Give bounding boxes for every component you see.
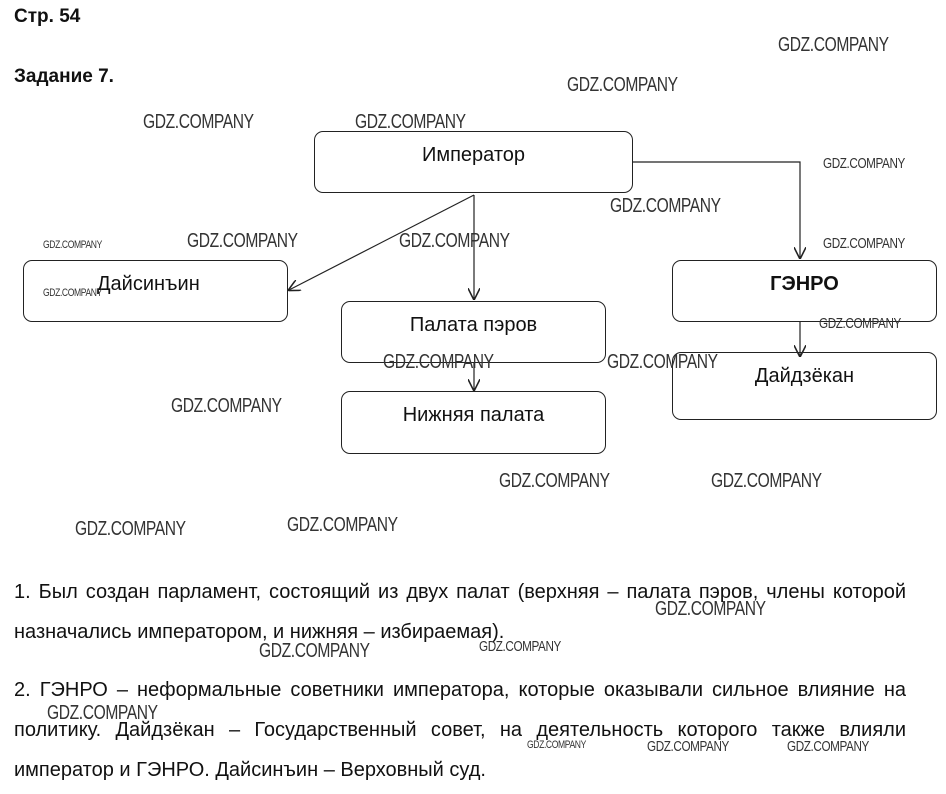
box-house-of-peers: Палата пэров — [341, 301, 606, 363]
box-genro: ГЭНРО — [672, 260, 937, 322]
watermark: GDZ.COMPANY — [43, 287, 102, 299]
watermark: GDZ.COMPANY — [399, 230, 510, 252]
watermark: GDZ.COMPANY — [823, 155, 905, 172]
watermark: GDZ.COMPANY — [647, 738, 729, 755]
watermark: GDZ.COMPANY — [355, 111, 466, 133]
watermark: GDZ.COMPANY — [47, 702, 158, 724]
page-label: Стр. 54 — [14, 6, 81, 27]
watermark: GDZ.COMPANY — [655, 598, 766, 620]
task-title: Задание 7. — [14, 66, 114, 87]
watermark: GDZ.COMPANY — [187, 230, 298, 252]
watermark: GDZ.COMPANY — [607, 351, 718, 373]
box-emperor: Император — [314, 131, 633, 193]
watermark: GDZ.COMPANY — [711, 470, 822, 492]
answer-2: 2. ГЭНРО – неформальные советники импера… — [14, 679, 906, 781]
answer-1: 1. Был создан парламент, состоящий из дв… — [14, 581, 906, 643]
watermark: GDZ.COMPANY — [499, 470, 610, 492]
watermark: GDZ.COMPANY — [143, 111, 254, 133]
box-lower-house: Нижняя палата — [341, 391, 606, 454]
watermark: GDZ.COMPANY — [171, 395, 282, 417]
diagram-arrows — [0, 161, 946, 560]
watermark: GDZ.COMPANY — [567, 74, 678, 96]
watermark: GDZ.COMPANY — [778, 34, 889, 56]
arrow-emperor-daishinin — [289, 194, 475, 290]
arrow-emperor-genro — [632, 161, 800, 258]
watermark: GDZ.COMPANY — [610, 195, 721, 217]
watermark: GDZ.COMPANY — [383, 351, 494, 373]
watermark: GDZ.COMPANY — [819, 315, 901, 332]
watermark: GDZ.COMPANY — [75, 518, 186, 540]
box-daishinin: Дайсинъин — [23, 260, 288, 322]
watermark: GDZ.COMPANY — [823, 235, 905, 252]
watermark: GDZ.COMPANY — [43, 239, 102, 251]
box-daijokan: Дайдзёкан — [672, 352, 937, 420]
watermark: GDZ.COMPANY — [259, 640, 370, 662]
watermark: GDZ.COMPANY — [479, 638, 561, 655]
watermark: GDZ.COMPANY — [287, 514, 398, 536]
watermark: GDZ.COMPANY — [527, 739, 586, 751]
watermark: GDZ.COMPANY — [787, 738, 869, 755]
